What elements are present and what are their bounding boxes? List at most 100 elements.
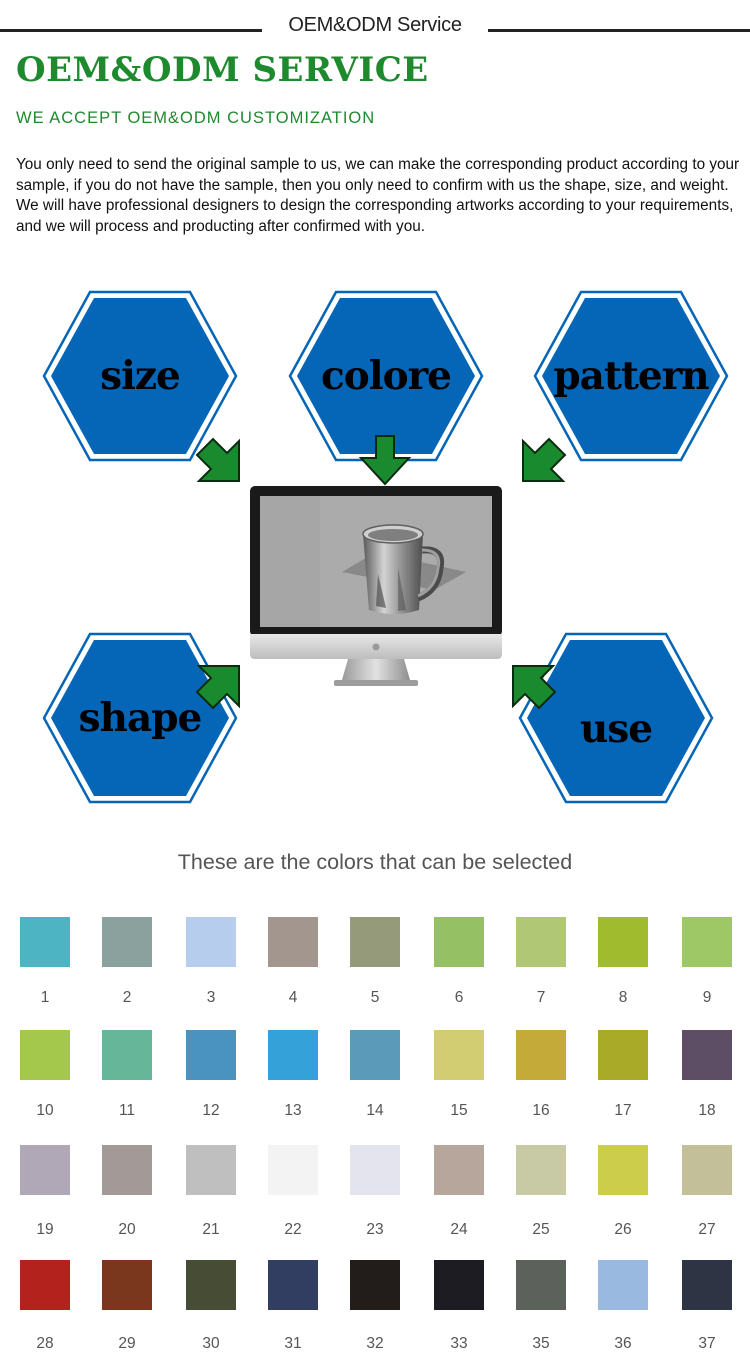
- color-swatch-number: 14: [366, 1102, 384, 1119]
- color-swatch[interactable]: [598, 917, 648, 967]
- color-swatch[interactable]: [434, 1145, 484, 1195]
- color-swatch-number: 28: [36, 1335, 54, 1352]
- color-swatch-number: 2: [122, 989, 132, 1006]
- color-swatch[interactable]: [434, 1030, 484, 1080]
- hexagon-label: colore: [321, 353, 452, 399]
- color-swatch[interactable]: [598, 1145, 648, 1195]
- header-rule-left: [0, 29, 262, 32]
- color-swatch[interactable]: [350, 1030, 400, 1080]
- color-swatch-number: 27: [698, 1221, 716, 1238]
- color-swatch[interactable]: [102, 1145, 152, 1195]
- hexagon-colore: colore: [288, 290, 484, 462]
- color-swatch-number: 22: [284, 1221, 302, 1238]
- color-swatch-number: 25: [532, 1221, 550, 1238]
- color-swatch[interactable]: [20, 1260, 70, 1310]
- main-title: OEM&ODM SERVICE: [16, 50, 429, 90]
- color-swatch[interactable]: [598, 1260, 648, 1310]
- arrow-up-left-icon: [512, 665, 557, 710]
- color-swatch[interactable]: [682, 1145, 732, 1195]
- hexagon-shape: [533, 290, 729, 462]
- color-swatch[interactable]: [434, 1260, 484, 1310]
- color-swatch[interactable]: [516, 1260, 566, 1310]
- description: You only need to send the original sampl…: [16, 156, 740, 235]
- color-swatch-number: 24: [450, 1221, 468, 1238]
- arrow-down-left-icon: [522, 437, 567, 482]
- header-rule-right: [488, 29, 750, 32]
- color-swatch[interactable]: [516, 917, 566, 967]
- hexagon-size: size: [42, 290, 238, 462]
- arrow-down-right-icon: [195, 437, 240, 482]
- color-swatch-number: 37: [698, 1335, 716, 1352]
- hexagon-shape-item: shape: [42, 632, 238, 804]
- color-swatch-number: 33: [450, 1335, 468, 1352]
- color-swatch-number: 32: [366, 1335, 384, 1352]
- color-swatch[interactable]: [186, 1145, 236, 1195]
- color-swatch-number: 7: [536, 989, 546, 1006]
- arrow-down-icon: [358, 435, 412, 486]
- color-swatch-number: 16: [532, 1102, 550, 1119]
- color-swatch-number: 29: [118, 1335, 136, 1352]
- color-swatch[interactable]: [268, 1145, 318, 1195]
- color-swatch-number: 3: [206, 989, 216, 1006]
- color-swatch-number: 15: [450, 1102, 468, 1119]
- header-title: OEM&ODM Service: [288, 14, 462, 36]
- color-swatch-number: 11: [118, 1102, 136, 1119]
- color-swatch-number: 12: [202, 1102, 220, 1119]
- color-swatch[interactable]: [682, 1260, 732, 1310]
- color-swatch[interactable]: [268, 1260, 318, 1310]
- color-swatch[interactable]: [350, 917, 400, 967]
- color-swatch-number: 1: [40, 989, 50, 1006]
- color-swatch-number: 20: [118, 1221, 136, 1238]
- subtitle: WE ACCEPT OEM&ODM CUSTOMIZATION: [16, 109, 376, 127]
- hexagon-shape: [42, 290, 238, 462]
- color-swatch[interactable]: [268, 1030, 318, 1080]
- hexagon-label: pattern: [553, 353, 709, 399]
- color-swatch[interactable]: [186, 1260, 236, 1310]
- color-swatch-number: 8: [618, 989, 628, 1006]
- hexagon-label: shape: [78, 695, 203, 741]
- color-swatch-number: 10: [36, 1102, 54, 1119]
- color-swatch[interactable]: [20, 917, 70, 967]
- hexagon-shape: [518, 632, 714, 804]
- color-swatch-number: 31: [284, 1335, 302, 1352]
- color-swatch[interactable]: [102, 1030, 152, 1080]
- color-swatch[interactable]: [102, 917, 152, 967]
- color-swatch-number: 23: [366, 1221, 384, 1238]
- color-swatch-number: 5: [370, 989, 380, 1006]
- color-swatch[interactable]: [186, 1030, 236, 1080]
- color-swatch[interactable]: [434, 917, 484, 967]
- hexagon-shape: [288, 290, 484, 462]
- hexagon-use: use: [518, 632, 714, 804]
- color-swatch-number: 9: [702, 989, 712, 1006]
- color-swatch-number: 36: [614, 1335, 632, 1352]
- color-swatch[interactable]: [350, 1260, 400, 1310]
- hexagon-label: size: [100, 353, 181, 399]
- color-swatch-number: 30: [202, 1335, 220, 1352]
- color-swatch-number: 21: [202, 1221, 220, 1238]
- color-swatch-number: 13: [284, 1102, 302, 1119]
- color-swatch[interactable]: [682, 917, 732, 967]
- hexagon-shape: [42, 632, 238, 804]
- monitor-mug-illustration: [250, 486, 502, 686]
- color-swatch[interactable]: [20, 1145, 70, 1195]
- color-swatch[interactable]: [20, 1030, 70, 1080]
- color-swatch[interactable]: [268, 917, 318, 967]
- color-swatch-number: 4: [288, 989, 298, 1006]
- color-swatch[interactable]: [682, 1030, 732, 1080]
- color-swatch[interactable]: [598, 1030, 648, 1080]
- color-swatch[interactable]: [516, 1030, 566, 1080]
- hexagon-label: use: [579, 706, 653, 752]
- arrow-up-right-icon: [195, 665, 240, 710]
- color-swatch[interactable]: [186, 917, 236, 967]
- color-swatch-number: 18: [698, 1102, 716, 1119]
- color-swatch-number: 35: [532, 1335, 550, 1352]
- color-swatch-number: 26: [614, 1221, 632, 1238]
- color-swatch[interactable]: [516, 1145, 566, 1195]
- color-swatch[interactable]: [350, 1145, 400, 1195]
- hexagon-pattern: pattern: [533, 290, 729, 462]
- color-swatch-number: 17: [614, 1102, 632, 1119]
- colors-section-title: These are the colors that can be selecte…: [177, 850, 573, 874]
- color-swatch-number: 6: [454, 989, 464, 1006]
- color-swatch[interactable]: [102, 1260, 152, 1310]
- color-swatch-number: 19: [36, 1221, 54, 1238]
